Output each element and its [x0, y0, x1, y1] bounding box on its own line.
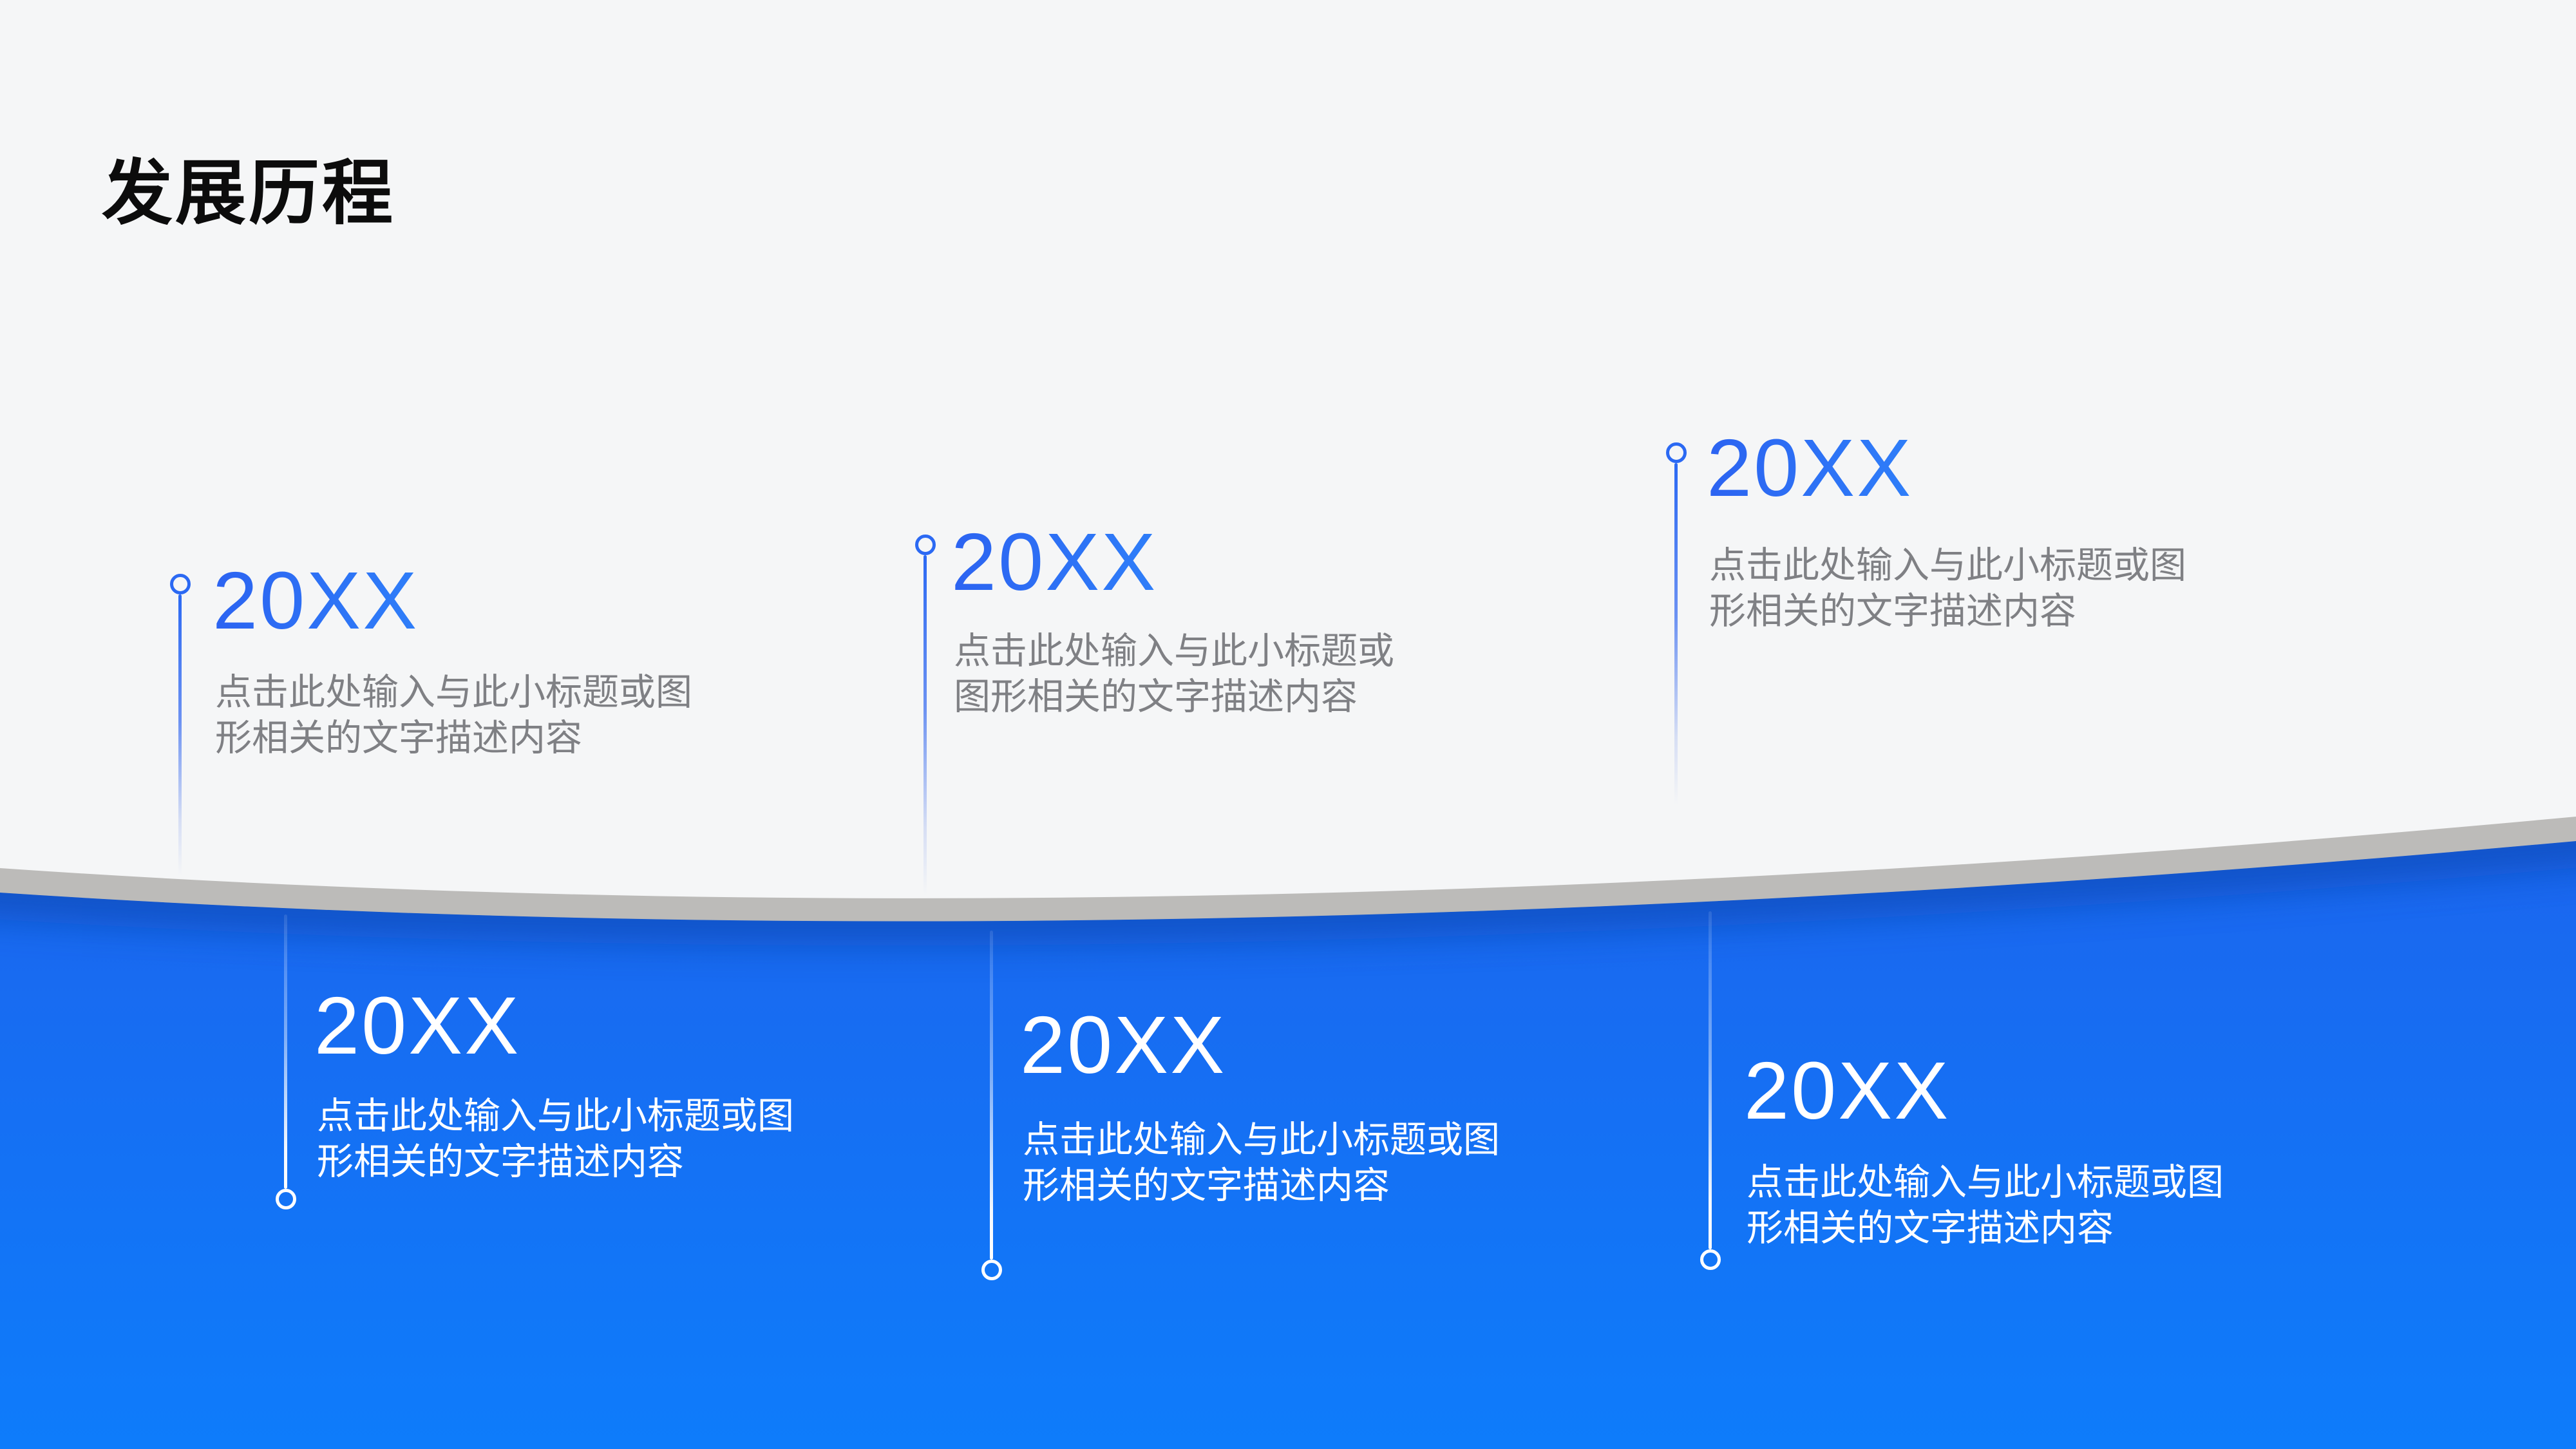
blue-section [0, 841, 2576, 1449]
milestone-year: 20XX [951, 516, 1158, 607]
milestone-description: 点击此处输入与此小标题或图 形相关的文字描述内容 [215, 672, 692, 759]
milestone-description: 点击此处输入与此小标题或图 形相关的文字描述内容 [1747, 1162, 2224, 1249]
milestone-year: 20XX [1020, 999, 1227, 1090]
timeline-stem-line [1674, 463, 1678, 805]
timeline-stem-line [284, 914, 287, 1189]
timeline-node-icon [915, 535, 936, 555]
milestone-description: 点击此处输入与此小标题或图 形相关的文字描述内容 [1023, 1119, 1500, 1206]
timeline-stem-line [178, 594, 182, 876]
timeline-stem-line [923, 555, 927, 895]
timeline-stem-line [1709, 911, 1712, 1249]
timeline-node-icon [1700, 1249, 1721, 1270]
timeline-node-icon [170, 574, 191, 594]
page-title: 发展历程 [102, 153, 395, 233]
milestone-description: 点击此处输入与此小标题或 图形相关的文字描述内容 [954, 630, 1394, 717]
milestone-year: 20XX [1707, 422, 1913, 513]
timeline-node-icon [981, 1260, 1002, 1280]
milestone-year: 20XX [213, 555, 419, 646]
milestone-year: 20XX [314, 980, 521, 1071]
timeline-node-icon [1666, 442, 1687, 463]
milestone-description: 点击此处输入与此小标题或图 形相关的文字描述内容 [1709, 545, 2186, 632]
milestone-year: 20XX [1744, 1045, 1951, 1136]
timeline-stem-line [990, 931, 993, 1260]
timeline-node-icon [276, 1189, 296, 1209]
milestone-description: 点击此处输入与此小标题或图 形相关的文字描述内容 [317, 1095, 794, 1182]
